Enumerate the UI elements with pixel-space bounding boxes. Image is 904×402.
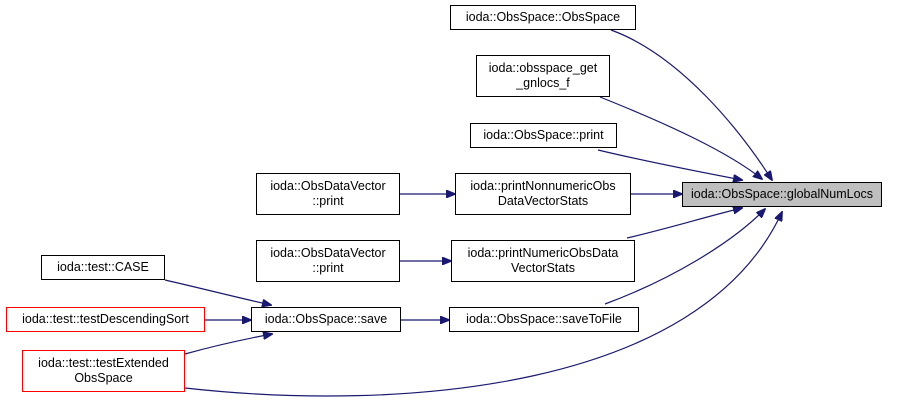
- test-extended-obsspace-label-line1: ioda::test::testExtended: [38, 356, 169, 370]
- global-num-locs-label: ioda::ObsSpace::globalNumLocs: [690, 187, 874, 201]
- datavector-print-2-label-line2: ::print: [312, 261, 344, 275]
- datavector-print-1-label-line1: ioda::ObsDataVector: [270, 179, 386, 193]
- test-extended-obsspace-node[interactable]: ioda::test::testExtended ObsSpace: [22, 350, 185, 392]
- test-case-node[interactable]: ioda::test::CASE: [41, 255, 165, 280]
- obsspace-save-label: ioda::ObsSpace::save: [264, 312, 388, 326]
- obsspace-ctor-label: ioda::ObsSpace::ObsSpace: [465, 10, 621, 24]
- save-to-file-label: ioda::ObsSpace::saveToFile: [466, 312, 622, 326]
- obsspace-get-gnlocs-label-line2: _gnlocs_f: [516, 76, 570, 90]
- obsspace-get-gnlocs-node[interactable]: ioda::obsspace_get _gnlocs_f: [476, 55, 610, 97]
- obsspace-print-node[interactable]: ioda::ObsSpace::print: [470, 123, 617, 148]
- datavector-print-1-label-line2: ::print: [312, 194, 344, 208]
- test-extended-obsspace-label-line2: ObsSpace: [74, 371, 133, 385]
- edge-extended-obsspace-to-global-num-locs: [184, 212, 782, 397]
- datavector-print-1-node[interactable]: ioda::ObsDataVector ::print: [256, 173, 400, 215]
- test-case-label: ioda::test::CASE: [57, 260, 149, 274]
- save-to-file-node[interactable]: ioda::ObsSpace::saveToFile: [449, 307, 639, 332]
- datavector-print-2-node[interactable]: ioda::ObsDataVector ::print: [256, 240, 400, 282]
- edge-extended-obsspace-to-save: [184, 334, 272, 355]
- test-descending-sort-node[interactable]: ioda::test::testDescendingSort: [6, 307, 205, 332]
- global-num-locs-node: ioda::ObsSpace::globalNumLocs: [682, 182, 882, 207]
- print-numeric-label-line2: VectorStats: [511, 261, 575, 275]
- print-nonnumeric-label-line2: DataVectorStats: [497, 194, 589, 208]
- print-nonnumeric-label-line1: ioda::printNonnumericObs: [470, 179, 616, 193]
- print-numeric-node[interactable]: ioda::printNumericObsData VectorStats: [451, 240, 635, 282]
- obsspace-save-node[interactable]: ioda::ObsSpace::save: [251, 307, 401, 332]
- edge-print-numeric-to-global-num-locs: [626, 208, 742, 239]
- obsspace-ctor-node[interactable]: ioda::ObsSpace::ObsSpace: [450, 5, 636, 30]
- obsspace-get-gnlocs-label-line1: ioda::obsspace_get: [488, 61, 598, 75]
- edge-print-to-global-num-locs: [597, 149, 742, 180]
- print-nonnumeric-node[interactable]: ioda::printNonnumericObs DataVectorStats: [455, 173, 631, 215]
- print-numeric-label-line1: ioda::printNumericObsData: [467, 246, 619, 260]
- edge-get-gnlocs-to-global-num-locs: [599, 96, 762, 179]
- obsspace-print-label: ioda::ObsSpace::print: [483, 128, 604, 142]
- edge-test-case-to-save: [164, 279, 271, 305]
- test-descending-sort-label: ioda::test::testDescendingSort: [22, 312, 189, 326]
- datavector-print-2-label-line1: ioda::ObsDataVector: [270, 246, 386, 260]
- edge-save-to-file-to-global-num-locs: [604, 209, 765, 305]
- edge-obsspace-ctor-to-global-num-locs: [610, 29, 772, 180]
